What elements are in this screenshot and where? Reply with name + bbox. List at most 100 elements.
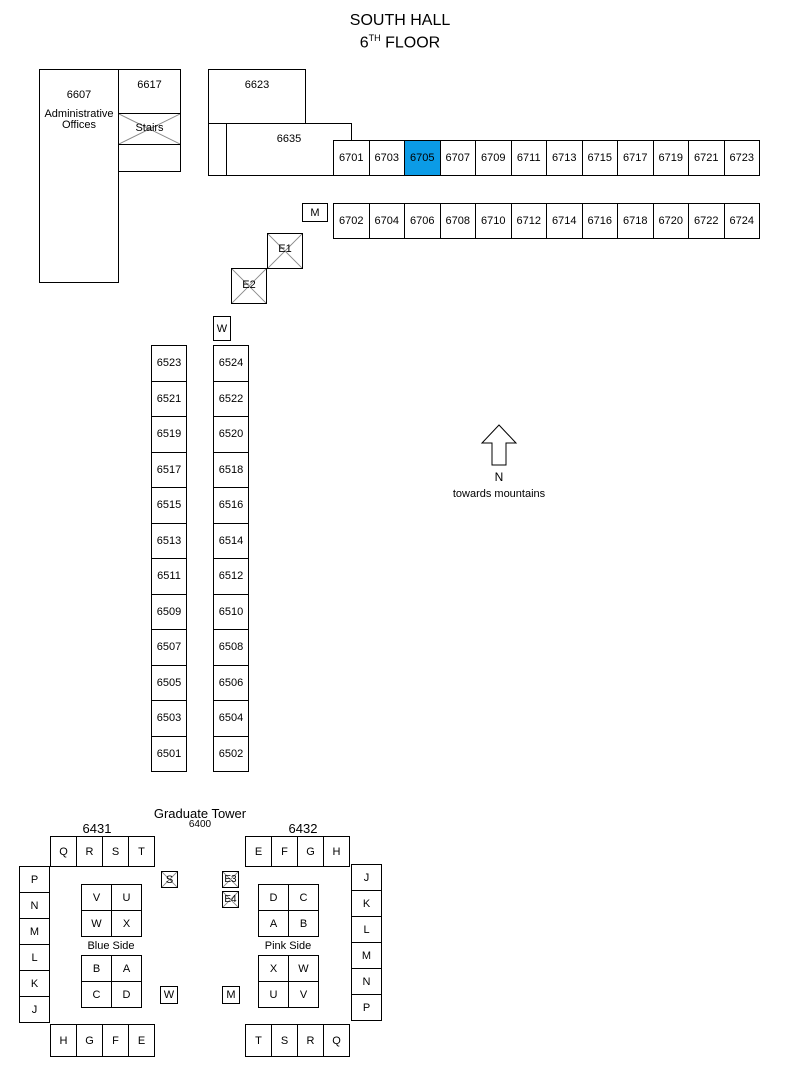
room-6431-bottom-g[interactable]: G [76,1024,103,1057]
room-6510[interactable]: 6510 [213,593,249,630]
room-6501[interactable]: 6501 [151,735,187,772]
room-6431-top-s[interactable]: S [102,836,129,867]
blue-upper-u[interactable]: U [111,884,142,911]
room-6623[interactable]: 6623 [208,69,306,124]
room-6711[interactable]: 6711 [510,140,547,176]
room-6505[interactable]: 6505 [151,664,187,701]
room-6432-top-g[interactable]: G [297,836,324,867]
blue-upper-w[interactable]: W [81,910,112,937]
room-storage[interactable] [118,144,181,172]
elevator-e3[interactable]: E3 [222,871,239,888]
pink-lower-x[interactable]: X [258,955,289,982]
room-6707[interactable]: 6707 [439,140,476,176]
room-6507[interactable]: 6507 [151,629,187,666]
room-6617[interactable]: 6617 [118,69,181,114]
pink-upper-c[interactable]: C [288,884,319,911]
blue-lower-d[interactable]: D [111,981,142,1008]
room-6723[interactable]: 6723 [723,140,760,176]
room-6706[interactable]: 6706 [404,203,441,239]
pink-lower-w[interactable]: W [288,955,319,982]
room-6432-bottom-t[interactable]: T [245,1024,272,1057]
blue-upper-x[interactable]: X [111,910,142,937]
room-6703[interactable]: 6703 [368,140,405,176]
stairs[interactable]: Stairs [118,113,181,145]
blue-lower-c[interactable]: C [81,981,112,1008]
tower-m[interactable]: M [222,986,240,1004]
room-6431-bottom-e[interactable]: E [128,1024,155,1057]
room-6503[interactable]: 6503 [151,700,187,737]
room-6431-bottom-h[interactable]: H [50,1024,77,1057]
room-6702[interactable]: 6702 [333,203,370,239]
room-6509[interactable]: 6509 [151,593,187,630]
room-6431-top-q[interactable]: Q [50,836,77,867]
room-6522[interactable]: 6522 [213,380,249,417]
room-6635-annex[interactable] [208,123,227,176]
marker-m-upper[interactable]: M [302,203,328,222]
room-6714[interactable]: 6714 [546,203,583,239]
room-6511[interactable]: 6511 [151,558,187,595]
room-6513[interactable]: 6513 [151,522,187,559]
room-6719[interactable]: 6719 [652,140,689,176]
room-6431-side-k[interactable]: K [19,970,50,997]
room-6431-top-r[interactable]: R [76,836,103,867]
blue-upper-v[interactable]: V [81,884,112,911]
room-6517[interactable]: 6517 [151,451,187,488]
room-6432-side-p[interactable]: P [351,994,382,1021]
room-6432-side-j[interactable]: J [351,864,382,891]
room-6721[interactable]: 6721 [688,140,725,176]
elevator-e2[interactable]: E2 [231,268,267,304]
room-6708[interactable]: 6708 [439,203,476,239]
room-6515[interactable]: 6515 [151,487,187,524]
room-6524[interactable]: 6524 [213,345,249,382]
pink-lower-v[interactable]: V [288,981,319,1008]
room-6635[interactable]: 6635 [226,123,352,176]
room-6432-side-l[interactable]: L [351,916,382,943]
room-6431-side-j[interactable]: J [19,996,50,1023]
room-6432-side-n[interactable]: N [351,968,382,995]
blue-lower-b[interactable]: B [81,955,112,982]
room-6431-side-l[interactable]: L [19,944,50,971]
room-6432-top-e[interactable]: E [245,836,272,867]
room-6432-top-h[interactable]: H [323,836,350,867]
room-6432-bottom-s[interactable]: S [271,1024,298,1057]
room-6713[interactable]: 6713 [546,140,583,176]
room-6502[interactable]: 6502 [213,735,249,772]
room-6520[interactable]: 6520 [213,416,249,453]
pink-upper-d[interactable]: D [258,884,289,911]
room-6431-side-p[interactable]: P [19,866,50,893]
room-6516[interactable]: 6516 [213,487,249,524]
room-6506[interactable]: 6506 [213,664,249,701]
marker-w-upper[interactable]: W [213,316,231,341]
pink-upper-b[interactable]: B [288,910,319,937]
room-6431-side-n[interactable]: N [19,892,50,919]
blue-lower-a[interactable]: A [111,955,142,982]
room-6710[interactable]: 6710 [475,203,512,239]
room-6432-bottom-q[interactable]: Q [323,1024,350,1057]
room-6514[interactable]: 6514 [213,522,249,559]
room-6431-bottom-f[interactable]: F [102,1024,129,1057]
pink-lower-u[interactable]: U [258,981,289,1008]
room-6523[interactable]: 6523 [151,345,187,382]
room-6432-bottom-r[interactable]: R [297,1024,324,1057]
room-6715[interactable]: 6715 [581,140,618,176]
room-6432-side-m[interactable]: M [351,942,382,969]
room-6716[interactable]: 6716 [581,203,618,239]
room-6518[interactable]: 6518 [213,451,249,488]
room-6709[interactable]: 6709 [475,140,512,176]
room-6508[interactable]: 6508 [213,629,249,666]
room-6717[interactable]: 6717 [617,140,654,176]
elevator-e1[interactable]: E1 [267,233,303,269]
room-6712[interactable]: 6712 [510,203,547,239]
room-6718[interactable]: 6718 [617,203,654,239]
tower-w[interactable]: W [160,986,178,1004]
pink-upper-a[interactable]: A [258,910,289,937]
room-6519[interactable]: 6519 [151,416,187,453]
room-6720[interactable]: 6720 [652,203,689,239]
tower-s[interactable]: S [161,871,178,888]
room-6607-administrative-offices[interactable]: 6607 Administrative Offices [39,69,119,283]
room-6432-side-k[interactable]: K [351,890,382,917]
room-6722[interactable]: 6722 [688,203,725,239]
room-6704[interactable]: 6704 [368,203,405,239]
room-6504[interactable]: 6504 [213,700,249,737]
room-6701[interactable]: 6701 [333,140,370,176]
